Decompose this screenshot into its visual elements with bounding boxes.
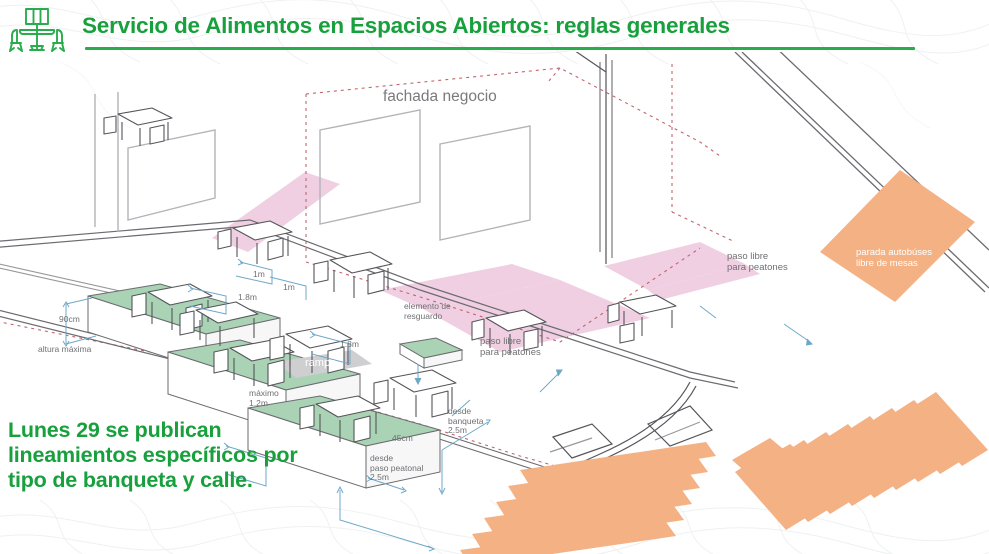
bus-stop-no-tables-zone — [820, 170, 975, 302]
page-title: Servicio de Alimentos en Espacios Abiert… — [82, 13, 730, 38]
crosswalk-right-stripes — [735, 392, 988, 530]
diagram-svg — [0, 52, 989, 554]
tables-and-chairs — [103, 107, 677, 443]
building-corner-outline — [575, 52, 607, 264]
crosswalk-left — [460, 442, 716, 554]
title-underline — [85, 47, 915, 50]
street-roadway — [0, 219, 739, 389]
pedestrian-free-zone-fill — [212, 172, 760, 352]
slide-header: Servicio de Alimentos en Espacios Abiert… — [0, 0, 989, 62]
corner-curb — [549, 381, 714, 479]
resguardo-element — [398, 337, 464, 369]
parklet-platforms — [87, 283, 464, 489]
street-plan-diagram: fachada negocio 1m 1m 1.8m 1.8m 90cm alt… — [0, 52, 989, 554]
footnote-callout: Lunes 29 se publican lineamientos especí… — [8, 418, 298, 493]
building-facade — [94, 60, 613, 258]
outdoor-table-umbrella-chairs-icon — [9, 8, 65, 52]
